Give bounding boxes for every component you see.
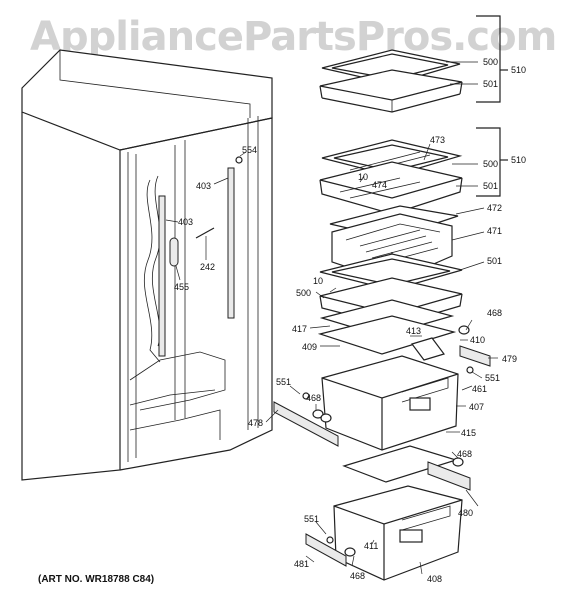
assembly-brackets — [476, 15, 508, 197]
watermark-text: AppliancePartsPros.com — [30, 14, 557, 60]
callout-500a: 500 — [483, 57, 498, 67]
callout-411: 411 — [364, 541, 378, 551]
callout-417: 417 — [292, 324, 307, 334]
leader-lines — [165, 61, 498, 575]
callout-labels: 500 501 510 473 10 474 500 501 510 472 4… — [174, 57, 526, 584]
middle-shelf-assembly-drawing — [319, 139, 463, 215]
callout-479: 479 — [502, 354, 517, 364]
callout-415: 415 — [461, 428, 476, 438]
callout-468a: 468 — [487, 308, 502, 318]
callout-481: 481 — [294, 559, 309, 569]
art-number-label: (ART NO. WR18788 C84) — [38, 574, 155, 585]
cabinet-drawing — [21, 49, 273, 481]
callout-510b: 510 — [511, 155, 526, 165]
callout-409: 409 — [302, 342, 317, 352]
callout-242: 242 — [200, 262, 215, 272]
callout-554: 554 — [242, 145, 257, 155]
callout-478: 478 — [248, 418, 263, 428]
callout-501c: 501 — [487, 256, 502, 266]
callout-468c: 468 — [457, 449, 472, 459]
upper-pan-drawing — [321, 337, 459, 451]
callout-468b: 468 — [306, 393, 321, 403]
callout-10b: 10 — [313, 276, 323, 286]
callout-473: 473 — [430, 135, 445, 145]
callout-403b: 403 — [178, 217, 193, 227]
callout-407: 407 — [469, 402, 484, 412]
callout-471: 471 — [487, 226, 502, 236]
callout-408: 408 — [427, 574, 442, 584]
callout-480: 480 — [458, 508, 473, 518]
callout-403a: 403 — [196, 181, 211, 191]
slide-rails-drawing — [273, 325, 491, 567]
callout-472: 472 — [487, 203, 502, 213]
callout-461: 461 — [472, 384, 487, 394]
callout-474: 474 — [372, 180, 387, 190]
callout-551c: 551 — [304, 514, 319, 524]
callout-510a: 510 — [511, 65, 526, 75]
callout-500c: 500 — [296, 288, 311, 298]
top-shelf-assembly-drawing — [319, 49, 463, 113]
callout-10a: 10 — [358, 172, 368, 182]
callout-413: 413 — [406, 326, 421, 336]
callout-551b: 551 — [276, 377, 291, 387]
glass-panels-drawing — [317, 299, 457, 355]
callout-551a: 551 — [485, 373, 500, 383]
callout-500b: 500 — [483, 159, 498, 169]
callout-501a: 501 — [483, 79, 498, 89]
callout-501b: 501 — [483, 181, 498, 191]
callout-455: 455 — [174, 282, 189, 292]
callout-410: 410 — [470, 335, 485, 345]
callout-468d: 468 — [350, 571, 365, 581]
